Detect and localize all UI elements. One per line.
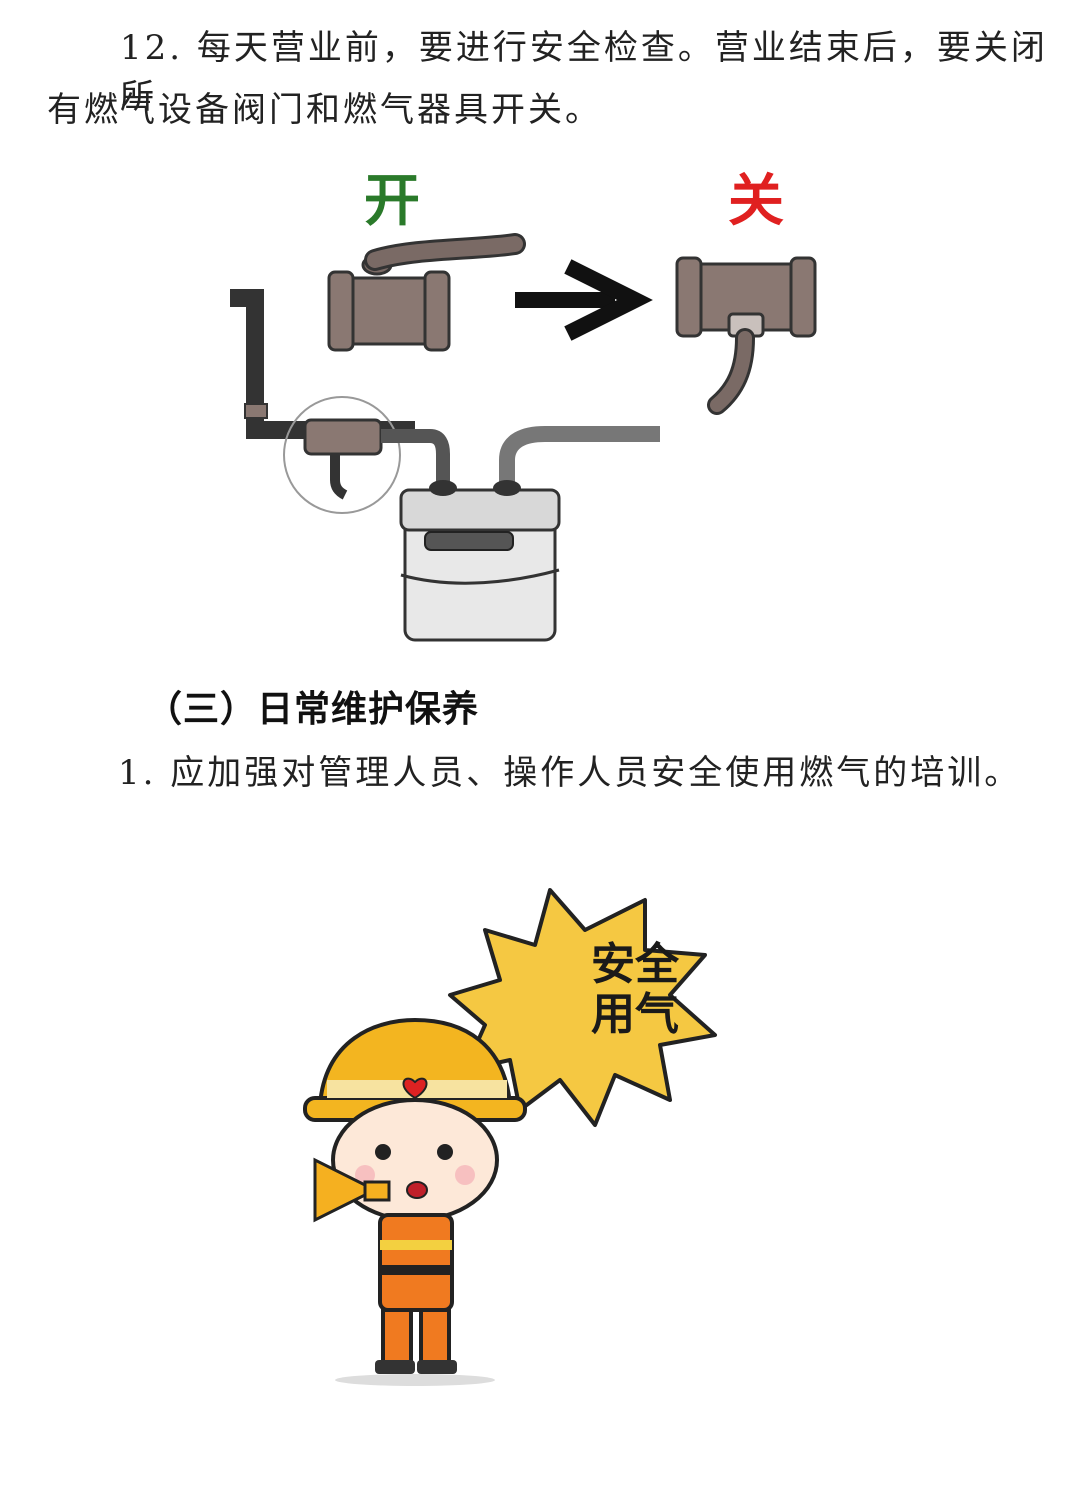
close-label: 关	[728, 169, 784, 234]
burst-text-line2: 用气	[591, 989, 679, 1040]
paragraph-12-line1: 12. 每天营业前，要进行安全检查。营业结束后，要关闭所	[120, 28, 1048, 117]
starburst-icon	[448, 888, 717, 1127]
gas-valve-illustration	[230, 233, 817, 642]
arrow-right-icon	[515, 259, 653, 341]
burst-text-line1: 安全	[591, 939, 679, 990]
burst-text: 安全 用气	[580, 940, 690, 1040]
open-label: 开	[364, 169, 420, 234]
firefighter-face-icon	[331, 1098, 499, 1222]
paragraph-12-line2: 有燃气设备阀门和燃气器具开关。	[47, 90, 602, 130]
closed-valve-icon	[675, 256, 817, 415]
section-item-1: 1. 应加强对管理人员、操作人员安全使用燃气的培训。	[118, 753, 1022, 793]
firefighter-body-icon	[335, 1213, 495, 1386]
megaphone-icon	[313, 1157, 391, 1223]
firefighter-illustration	[303, 888, 717, 1386]
section-heading: （三）日常维护保养	[146, 689, 480, 730]
open-valve-icon	[327, 233, 526, 352]
gas-meter-icon	[399, 480, 561, 642]
